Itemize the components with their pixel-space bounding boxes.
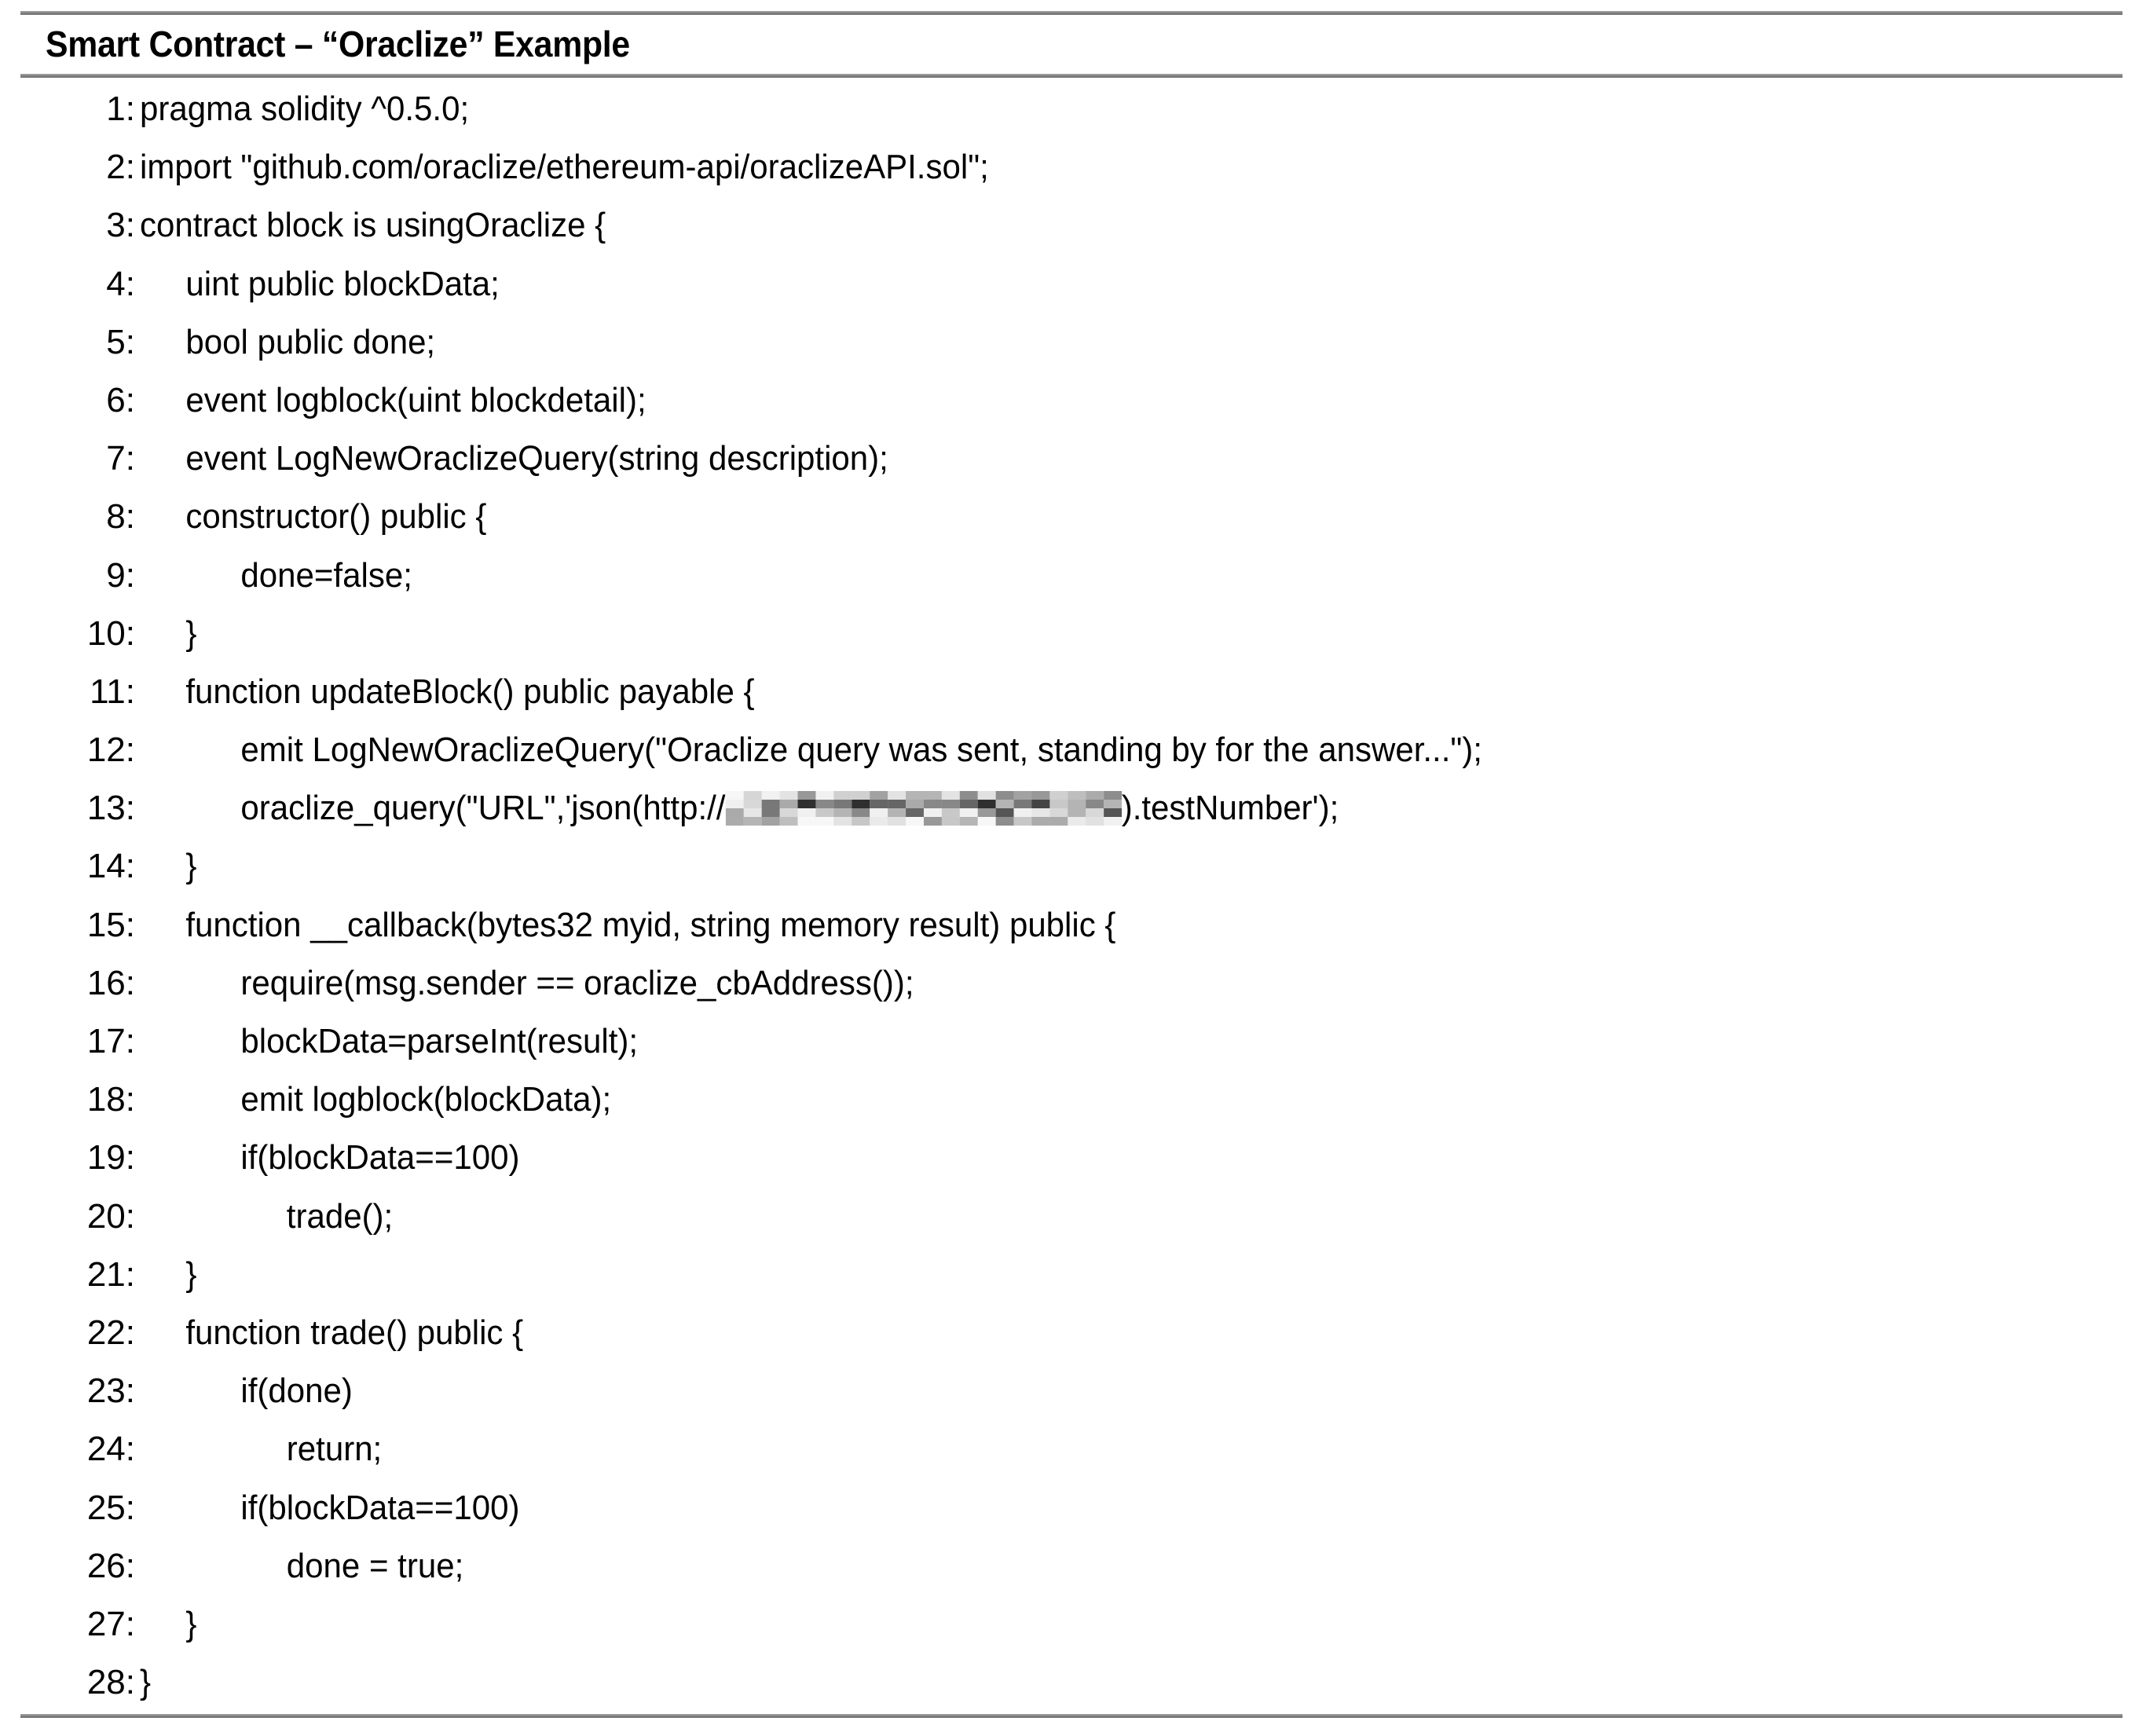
line-number: 21: — [86, 1254, 135, 1294]
code-line-text-before-redaction: oraclize_query("URL",'json(http:// — [140, 789, 726, 828]
code-line-text: blockData=parseInt(result); — [140, 1022, 639, 1060]
line-number: 28: — [86, 1663, 135, 1702]
code-line: 19: if(blockData==100) — [0, 1129, 2139, 1187]
line-number: 24: — [86, 1430, 135, 1469]
code-line: 6: event logblock(uint blockdetail); — [0, 372, 2139, 430]
code-lines-container: 1:pragma solidity ^0.5.0;2:import "githu… — [0, 80, 2139, 1712]
code-line-text: bool public done; — [140, 322, 436, 361]
code-line-text: contract block is usingOraclize { — [140, 206, 606, 245]
code-line: 22: function trade() public { — [0, 1304, 2139, 1362]
line-number: 18: — [86, 1080, 135, 1119]
code-line: 28:} — [0, 1654, 2139, 1712]
code-line: 10: } — [0, 605, 2139, 663]
code-line: 13: oraclize_query("URL",'json(http://).… — [0, 779, 2139, 837]
code-line-text: require(msg.sender == oraclize_cbAddress… — [140, 963, 914, 1002]
code-line-text: } — [140, 1254, 197, 1294]
bottom-rule — [20, 1714, 2123, 1718]
line-number: 19: — [86, 1138, 135, 1177]
code-line-text: event logblock(uint blockdetail); — [140, 380, 646, 419]
code-line-text: pragma solidity ^0.5.0; — [140, 90, 470, 128]
code-line-text: done=false; — [140, 555, 412, 595]
code-line-text: done = true; — [140, 1546, 464, 1585]
code-line-text: } — [140, 1663, 152, 1702]
code-line: 23: if(done) — [0, 1362, 2139, 1420]
code-line-text: oraclize_query("URL",'json(http:// ).test… — [140, 779, 1339, 837]
figure-title-row: Smart Contract – “Oraclize” Example — [0, 14, 2139, 74]
line-number: 14: — [86, 847, 135, 886]
code-line: 27: } — [0, 1595, 2139, 1654]
code-line-text: function updateBlock() public payable { — [140, 672, 755, 711]
code-line-text: import "github.com/oraclize/ethereum-api… — [140, 148, 989, 187]
line-number: 10: — [86, 613, 135, 653]
code-line: 14: } — [0, 837, 2139, 895]
line-number: 6: — [106, 380, 135, 419]
code-line: 4: uint public blockData; — [0, 255, 2139, 313]
code-line: 5: bool public done; — [0, 313, 2139, 372]
code-line-text: emit LogNewOraclizeQuery("Oraclize query… — [140, 731, 1482, 770]
code-line-text: trade(); — [140, 1196, 394, 1236]
line-number: 13: — [86, 789, 135, 828]
line-number: 22: — [86, 1313, 135, 1352]
top-rule — [20, 11, 2123, 15]
code-line-text: return; — [140, 1430, 383, 1469]
code-line-text: emit logblock(blockData); — [140, 1080, 612, 1119]
title-divider-rule — [20, 74, 2123, 78]
line-number: 26: — [86, 1546, 135, 1585]
line-number: 23: — [86, 1372, 135, 1411]
figure-title: Smart Contract – “Oraclize” Example — [46, 24, 630, 64]
line-number: 16: — [86, 963, 135, 1002]
line-number: 12: — [86, 731, 135, 770]
line-number: 9: — [106, 555, 135, 595]
line-number: 3: — [106, 206, 135, 245]
code-line-text: function trade() public { — [140, 1313, 524, 1352]
line-number: 8: — [106, 497, 135, 537]
line-number: 5: — [106, 322, 135, 361]
code-line-text-after-redaction: ).testNumber'); — [1121, 789, 1339, 828]
line-number: 1: — [106, 90, 135, 128]
code-line: 7: event LogNewOraclizeQuery(string desc… — [0, 430, 2139, 488]
code-line: 8: constructor() public { — [0, 488, 2139, 546]
code-line: 24: return; — [0, 1420, 2139, 1478]
redacted-url-mosaic — [725, 791, 1122, 826]
code-line-text: if(blockData==100) — [140, 1138, 520, 1177]
line-number: 15: — [86, 905, 135, 944]
code-line: 16: require(msg.sender == oraclize_cbAdd… — [0, 954, 2139, 1013]
code-line: 3:contract block is usingOraclize { — [0, 196, 2139, 255]
code-line-text: if(blockData==100) — [140, 1488, 520, 1527]
code-line-text: } — [140, 1604, 197, 1643]
code-line-text: uint public blockData; — [140, 264, 500, 303]
line-number: 2: — [106, 148, 135, 187]
line-number: 20: — [86, 1196, 135, 1236]
code-line: 20: trade(); — [0, 1188, 2139, 1246]
code-line-text: event LogNewOraclizeQuery(string descrip… — [140, 439, 888, 478]
line-number: 7: — [106, 439, 135, 478]
code-line: 9: done=false; — [0, 547, 2139, 605]
line-number: 27: — [86, 1604, 135, 1643]
code-line: 26: done = true; — [0, 1537, 2139, 1595]
code-line: 21: } — [0, 1246, 2139, 1304]
code-line: 18: emit logblock(blockData); — [0, 1071, 2139, 1129]
code-line: 17: blockData=parseInt(result); — [0, 1013, 2139, 1071]
code-line-text: } — [140, 847, 197, 886]
line-number: 4: — [106, 264, 135, 303]
code-line-text: function __callback(bytes32 myid, string… — [140, 905, 1116, 944]
code-line-text: if(done) — [140, 1372, 353, 1411]
code-line: 25: if(blockData==100) — [0, 1479, 2139, 1537]
code-line: 12: emit LogNewOraclizeQuery("Oraclize q… — [0, 721, 2139, 779]
line-number: 11: — [90, 672, 135, 711]
code-line-text: } — [140, 613, 197, 653]
code-line-text: constructor() public { — [140, 497, 487, 537]
line-number: 17: — [86, 1022, 135, 1060]
code-line: 11: function updateBlock() public payabl… — [0, 663, 2139, 721]
code-line: 1:pragma solidity ^0.5.0; — [0, 80, 2139, 138]
code-line: 2:import "github.com/oraclize/ethereum-a… — [0, 138, 2139, 196]
line-number: 25: — [86, 1488, 135, 1527]
code-line: 15: function __callback(bytes32 myid, st… — [0, 896, 2139, 954]
